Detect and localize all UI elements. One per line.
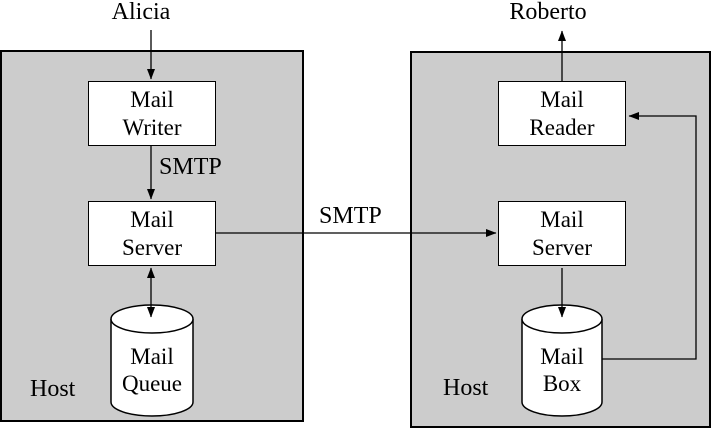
mail-queue-label: Mail Queue bbox=[122, 343, 182, 397]
receiver-name-label: Roberto bbox=[509, 0, 587, 25]
receiver-mail-server-label-line1: Mail bbox=[540, 206, 584, 232]
mail-writer-label-line2: Writer bbox=[122, 114, 182, 140]
mail-reader-label-line2: Reader bbox=[529, 114, 595, 140]
sender-mail-server-box: Mail Server bbox=[88, 201, 216, 266]
mail-box-label: Mail Box bbox=[540, 343, 583, 397]
mailbox-to-mailreader-arrow bbox=[602, 112, 697, 360]
receiver-mail-server-label-line2: Server bbox=[531, 234, 593, 260]
mail-box-cylinder bbox=[521, 304, 603, 417]
mail-reader-label-line1: Mail bbox=[540, 86, 584, 112]
mail-queue-label-line1: Mail bbox=[130, 344, 174, 369]
smtp-label-internal: SMTP bbox=[159, 154, 222, 180]
mail-reader-box: Mail Reader bbox=[498, 81, 626, 146]
sender-mail-server-label-line2: Server bbox=[121, 234, 183, 260]
mail-box-label-line1: Mail bbox=[540, 344, 584, 369]
sender-host-label: Host bbox=[30, 376, 76, 402]
sender-mail-server-label-line1: Mail bbox=[130, 206, 174, 232]
receiver-host-label: Host bbox=[443, 375, 489, 401]
mail-queue-label-line2: Queue bbox=[121, 371, 183, 396]
smtp-label-transfer: SMTP bbox=[319, 203, 382, 229]
mail-writer-label-line1: Mail bbox=[130, 86, 174, 112]
mail-writer-box: Mail Writer bbox=[88, 81, 216, 146]
sender-name-label: Alicia bbox=[111, 0, 171, 25]
receiver-mail-server-box: Mail Server bbox=[498, 201, 626, 266]
mail-box-label-line2: Box bbox=[542, 371, 582, 396]
